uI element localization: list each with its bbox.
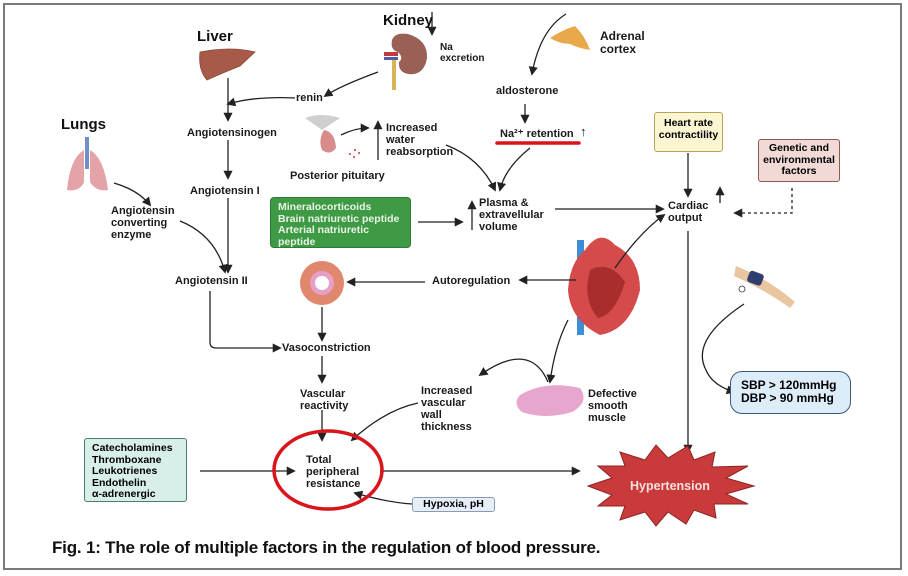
defective-smooth-muscle-label: Defective smooth muscle <box>588 388 637 424</box>
water-reabsorption-label: Increased water reabsorption <box>386 122 454 158</box>
liver-label: Liver <box>197 28 233 45</box>
tpr-highlight-circle <box>272 429 384 511</box>
blood-vessel-icon <box>300 261 344 305</box>
natriuretic-peptides-box: Mineralocorticoids Brain natriuretic pep… <box>270 197 411 248</box>
vasoconstriction-label: Vasoconstriction <box>282 342 371 354</box>
angiotensin-i-label: Angiotensin I <box>190 185 260 197</box>
wall-thickness-label: Increased vascular wall thickness <box>421 385 473 433</box>
liver-icon <box>199 48 256 81</box>
adrenal-gland-icon <box>550 26 590 50</box>
lungs-label: Lungs <box>61 116 106 133</box>
autoregulation-label: Autoregulation <box>432 275 511 287</box>
genetic-environmental-box: Genetic and environmental factors <box>758 139 840 182</box>
kidney-label: Kidney <box>383 12 434 29</box>
angiotensin-ii-label: Angiotensin II <box>175 275 248 287</box>
aldosterone-label: aldosterone <box>496 85 559 97</box>
cardiac-output-label: Cardiac output <box>668 200 709 224</box>
bp-thresholds-box: SBP > 120mmHg DBP > 90 mmHg <box>730 371 851 414</box>
heart-rate-box: Heart rate contractility <box>654 112 723 152</box>
kidney-icon <box>384 33 428 90</box>
ace-label: Angiotensin converting enzyme <box>111 205 175 241</box>
hypertension-label: Hypertension <box>630 479 710 493</box>
figure-caption: Fig. 1: The role of multiple factors in … <box>52 538 601 557</box>
na-retention-label: Na²⁺ retention <box>500 128 574 140</box>
arrows <box>113 12 793 505</box>
na-excretion-label: Na excretion <box>440 42 485 64</box>
hypoxia-ph-box: Hypoxia, pH <box>412 497 495 512</box>
smooth-muscle-icon <box>516 385 584 416</box>
total-peripheral-resistance-label: Total peripheral resistance <box>306 454 361 490</box>
lungs-icon <box>67 137 108 191</box>
vasoactive-factors-box: Catecholamines Thromboxane Leukotrienes … <box>84 438 187 502</box>
up-arrow-icon: ↑ <box>580 124 587 139</box>
angiotensinogen-label: Angiotensinogen <box>187 127 277 139</box>
posterior-pituitary-label: Posterior pituitary <box>290 170 385 182</box>
hypertension-starburst <box>586 444 756 527</box>
bp-cuff-arm-icon <box>734 266 795 308</box>
plasma-volume-label: Plasma & extravellular volume <box>479 197 544 233</box>
renin-label: renin <box>296 92 323 104</box>
vascular-reactivity-label: Vascular reactivity <box>300 388 349 412</box>
pituitary-icon <box>305 115 360 158</box>
heart-icon <box>568 237 640 335</box>
adrenal-cortex-label: Adrenal cortex <box>600 29 645 56</box>
